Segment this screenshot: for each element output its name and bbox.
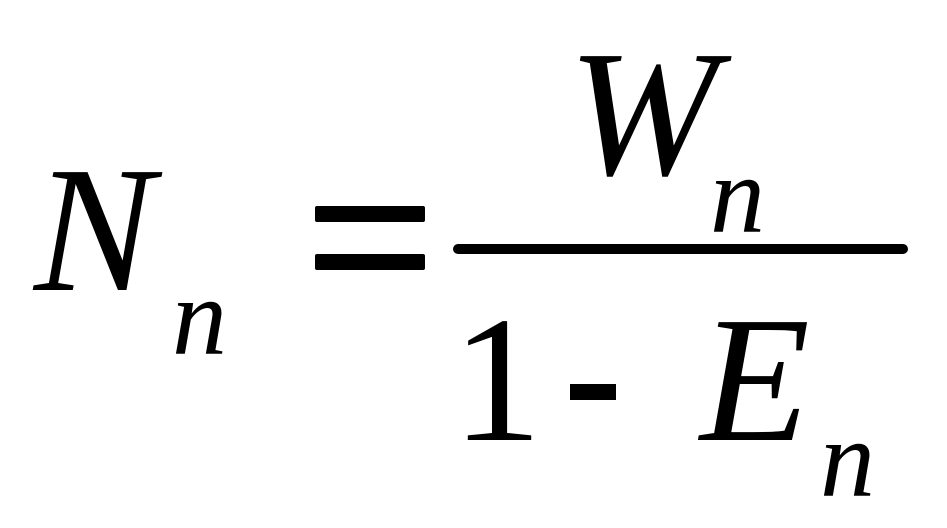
denominator-symbol: E — [700, 280, 810, 479]
equals-sign: = — [315, 206, 425, 270]
lhs-subscript: n — [172, 256, 227, 378]
equals-bottom-bar — [315, 254, 425, 270]
lhs-symbol: N — [34, 130, 155, 329]
numerator-subscript: n — [710, 134, 765, 256]
equals-top-bar — [315, 206, 425, 222]
numerator-symbol: W — [568, 14, 718, 213]
minus-sign: - — [570, 384, 616, 400]
fraction-bar — [453, 244, 908, 254]
denominator-constant: 1 — [452, 280, 542, 479]
denominator-subscript: n — [820, 398, 875, 520]
